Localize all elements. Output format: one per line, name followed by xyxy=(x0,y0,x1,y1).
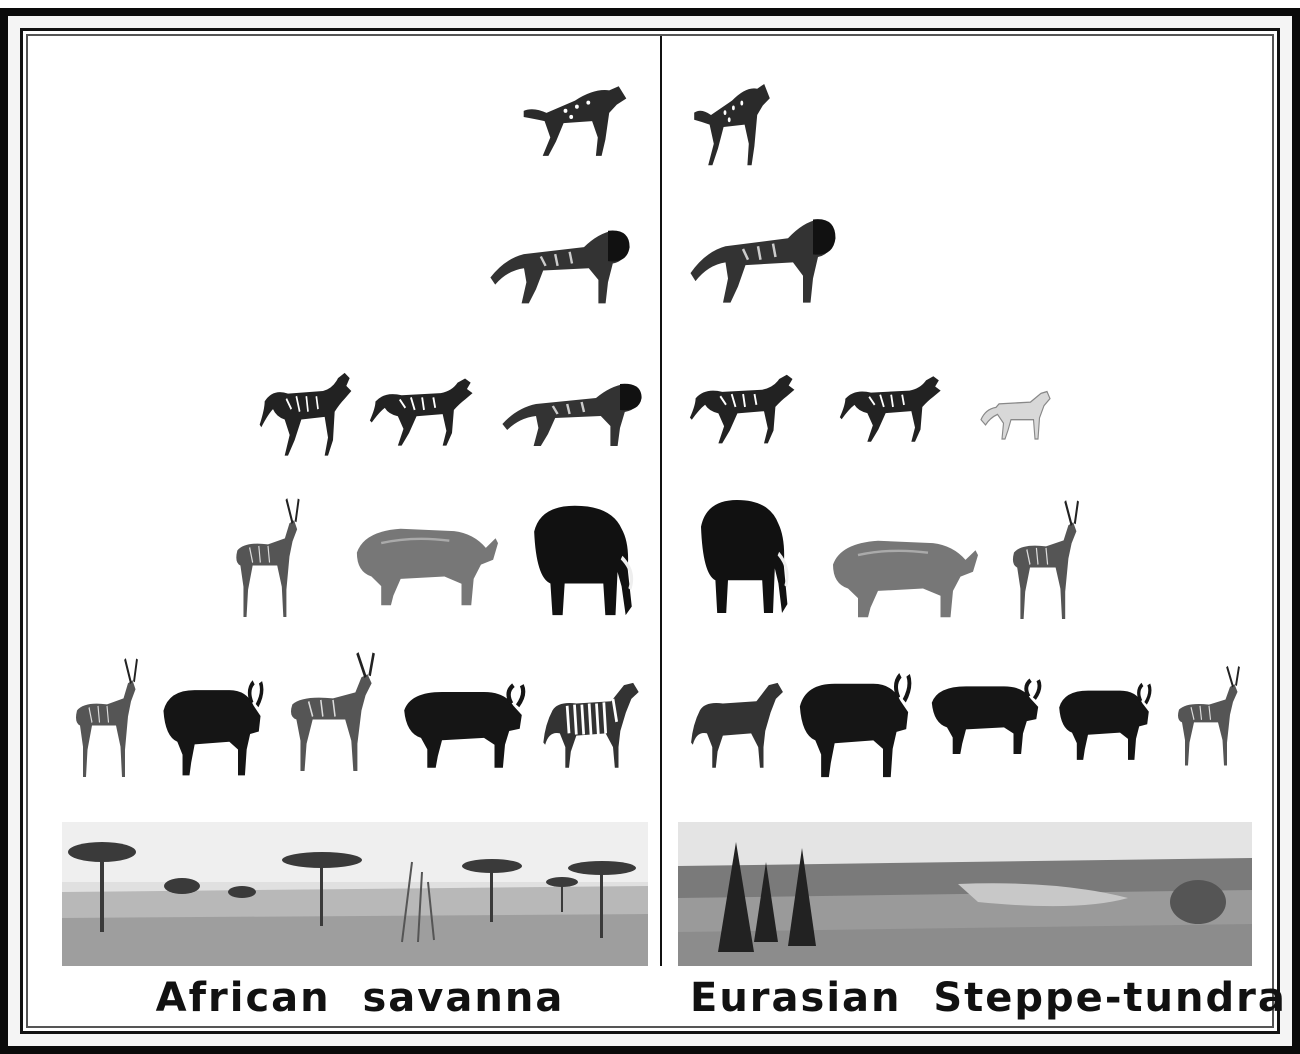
caption-eurasian-steppe-tundra: Eurasian Steppe-tundra xyxy=(690,970,1250,1026)
wolf-illustration xyxy=(688,364,802,452)
cheetah-illustration xyxy=(500,368,644,450)
dhole-illustration xyxy=(838,366,948,450)
buffalo-illustration xyxy=(400,676,526,770)
kudu-illustration xyxy=(222,496,314,620)
jackal-illustration xyxy=(258,360,358,466)
rhinoceros-illustration xyxy=(352,512,498,610)
lion-illustration xyxy=(488,212,632,308)
hyena-illustration xyxy=(518,76,632,160)
arctic-fox-illustration xyxy=(978,374,1068,446)
giant-deer-illustration xyxy=(998,498,1094,622)
musk-ox-illustration xyxy=(1056,676,1152,762)
bison-illustration xyxy=(796,664,912,780)
wild-horse-illustration xyxy=(684,676,790,770)
woolly-rhinoceros-illustration xyxy=(828,524,978,622)
cave-lion-illustration xyxy=(688,198,838,308)
savanna-landscape xyxy=(62,822,648,966)
eland-illustration xyxy=(272,650,394,774)
woolly-mammoth-illustration xyxy=(692,494,800,616)
elephant-illustration xyxy=(524,500,646,618)
gazelle-illustration xyxy=(62,656,152,780)
zebra-illustration xyxy=(536,676,646,770)
yak-illustration xyxy=(928,672,1042,756)
saiga-illustration xyxy=(1164,664,1254,768)
cave-hyena-illustration xyxy=(690,72,774,170)
wildebeest-illustration xyxy=(160,672,264,778)
panel-divider xyxy=(660,36,662,966)
steppe-tundra-landscape xyxy=(678,822,1252,966)
wild-dog-illustration xyxy=(368,368,480,454)
caption-african-savanna: African savanna xyxy=(90,970,630,1026)
